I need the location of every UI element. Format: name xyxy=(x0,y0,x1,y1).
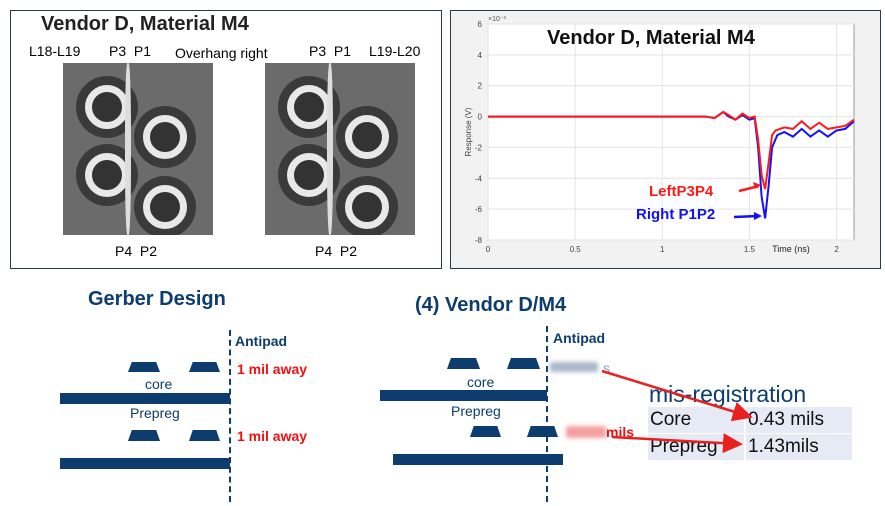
series-line-right-p1p2 xyxy=(488,110,855,219)
vendor-title: (4) Vendor D/M4 xyxy=(415,294,567,316)
plot-area xyxy=(487,23,855,241)
bottom-note: mils xyxy=(606,424,635,440)
misreg-row-value: 1.43mils xyxy=(746,434,852,460)
ct-scan-image-left xyxy=(63,63,213,235)
pad xyxy=(507,358,540,369)
antipad-line xyxy=(229,330,231,502)
y-tick-label: -2 xyxy=(475,143,483,152)
y-tick-label: 2 xyxy=(478,82,483,91)
response-chart: 0 0.5 1 1.5 2 6 4 2 0 -2 -4 -6 -8 ×10⁻³ Time (ns) Respo… xyxy=(464,16,855,254)
x-axis-label: Time (ns) xyxy=(772,244,810,254)
misreg-row-label: Prepreg xyxy=(648,434,744,460)
bottom-plane xyxy=(393,454,563,465)
x-tick-label: 0 xyxy=(486,245,491,254)
x-tick-label: 1 xyxy=(660,245,665,254)
annotation-right: Right P1P2 xyxy=(636,206,716,223)
antipad-line xyxy=(546,326,548,502)
top-note: s xyxy=(603,360,610,376)
chart-panel: 0 0.5 1 1.5 2 6 4 2 0 -2 -4 -6 -8 ×10⁻³ Time (ns) Respo… xyxy=(450,10,881,269)
y-exponent: ×10⁻³ xyxy=(488,16,507,23)
scan-label: L18-L19 xyxy=(29,43,81,59)
annotation-arrowhead-left xyxy=(753,182,761,189)
y-tick-label: 0 xyxy=(478,113,483,122)
chart-title: Vendor D, Material M4 xyxy=(547,27,755,49)
blurred-note xyxy=(566,426,606,438)
pad xyxy=(189,430,220,441)
blurred-note xyxy=(550,362,598,372)
antipad-label: Antipad xyxy=(553,330,606,346)
y-tick-label: -4 xyxy=(475,174,483,183)
core-plane xyxy=(60,393,230,404)
x-tick-label: 2 xyxy=(834,245,839,254)
pad xyxy=(447,358,480,369)
bottom-plane xyxy=(60,458,230,469)
pad xyxy=(470,426,501,437)
ct-scan-image-right xyxy=(265,63,415,235)
bottom-clearance-note: 1 mil away xyxy=(237,428,308,444)
scan-label: Overhang right xyxy=(175,45,268,61)
prepreg-label: Prepreg xyxy=(130,405,180,421)
top-clearance-note: 1 mil away xyxy=(237,361,308,377)
pad xyxy=(128,362,160,372)
y-axis-label: Response (V) xyxy=(464,107,473,156)
core-plane xyxy=(380,390,547,401)
misreg-row-label: Core xyxy=(648,407,744,433)
x-tick-label: 1.5 xyxy=(744,245,756,254)
y-tick-label: -6 xyxy=(475,205,483,214)
series-line-leftp3p4 xyxy=(488,110,855,190)
pad xyxy=(128,430,160,441)
annotation-arrowhead-right xyxy=(754,212,762,220)
pad xyxy=(527,426,558,437)
misreg-row-value: 0.43 mils xyxy=(746,407,852,433)
scan-label: P4 P2 xyxy=(115,243,158,259)
gerber-title: Gerber Design xyxy=(88,288,226,310)
core-label: core xyxy=(467,374,495,390)
scan-title: Vendor D, Material M4 xyxy=(41,13,249,35)
y-tick-label: 4 xyxy=(478,51,483,60)
scan-label: L19-L20 xyxy=(369,43,421,59)
core-label: core xyxy=(145,376,173,392)
y-tick-label: -8 xyxy=(475,236,483,245)
ct-scan-panel: Vendor D, Material M4 L18-L19 P3 P1 Over… xyxy=(10,10,442,269)
pad xyxy=(189,362,220,372)
misreg-title: mis-registration xyxy=(649,381,807,407)
y-tick-label: 6 xyxy=(478,20,483,29)
scan-label: P3 P1 xyxy=(109,43,152,59)
scan-label: P4 P2 xyxy=(315,243,358,259)
scan-label: P3 P1 xyxy=(309,43,352,59)
antipad-label: Antipad xyxy=(235,333,288,349)
annotation-left: LeftP3P4 xyxy=(649,183,714,200)
prepreg-label: Prepreg xyxy=(451,403,501,419)
x-tick-label: 0.5 xyxy=(570,245,582,254)
